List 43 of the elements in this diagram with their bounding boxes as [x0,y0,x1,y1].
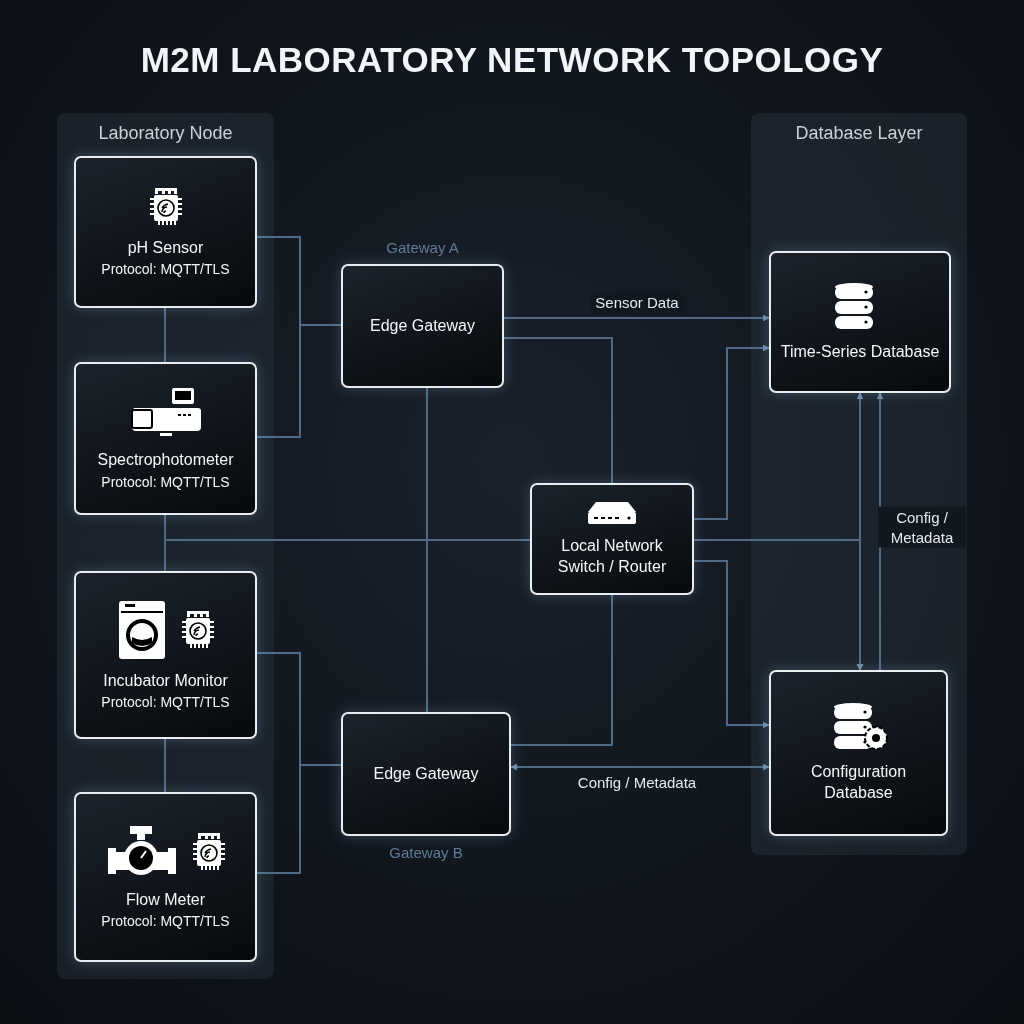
node-title: Time-Series Database [780,341,940,362]
diagram-title: M2M LABORATORY NETWORK TOPOLOGY [139,40,885,80]
sensor-node [74,156,257,308]
gateway-caption: Gateway A [385,239,460,256]
panel-title: Database Layer [794,123,924,144]
node-detail: Protocol: MQTT/TLS [101,912,230,931]
arrow [693,560,770,729]
node-title: Edge Gateway [370,315,475,336]
connector-line [510,594,613,746]
arrow [510,763,770,771]
connector-line [256,764,342,874]
node-title: pH Sensor [127,237,204,258]
node-title: Flow Meter [125,889,206,910]
node-title: Edge Gateway [373,763,479,784]
arrow [693,344,770,520]
connector-line [164,307,166,363]
sensor-node [74,792,257,962]
connector-line [256,324,342,438]
connector-line [503,337,613,484]
edge-label: Config / Metadata [878,506,966,548]
arrow [693,539,864,671]
connector-line [426,387,428,713]
sensor-node [74,362,257,515]
database-node [769,670,948,836]
layer-panel [57,113,274,979]
switch-node [530,483,694,595]
sensor-node [74,571,257,739]
node-title: Configuration Database [809,762,908,803]
gateway-node [341,712,511,836]
node-title: Spectrophotometer [97,450,234,470]
database-node [769,251,951,393]
node-detail: Protocol: MQTT/TLS [101,472,230,491]
gateway-caption: Gateway B [388,844,464,861]
panel-title: Laboratory Node [97,123,234,144]
arrow [503,314,770,322]
node-title: Local Network Switch / Router [556,536,668,577]
gateway-node [341,264,504,388]
node-title: Incubator Monitor [103,670,228,691]
layer-panel [751,113,967,855]
connector-line [164,738,166,793]
edge-label: Sensor Data [591,292,683,314]
node-detail: Protocol: MQTT/TLS [101,693,230,712]
node-detail: Protocol: MQTT/TLS [101,260,230,279]
